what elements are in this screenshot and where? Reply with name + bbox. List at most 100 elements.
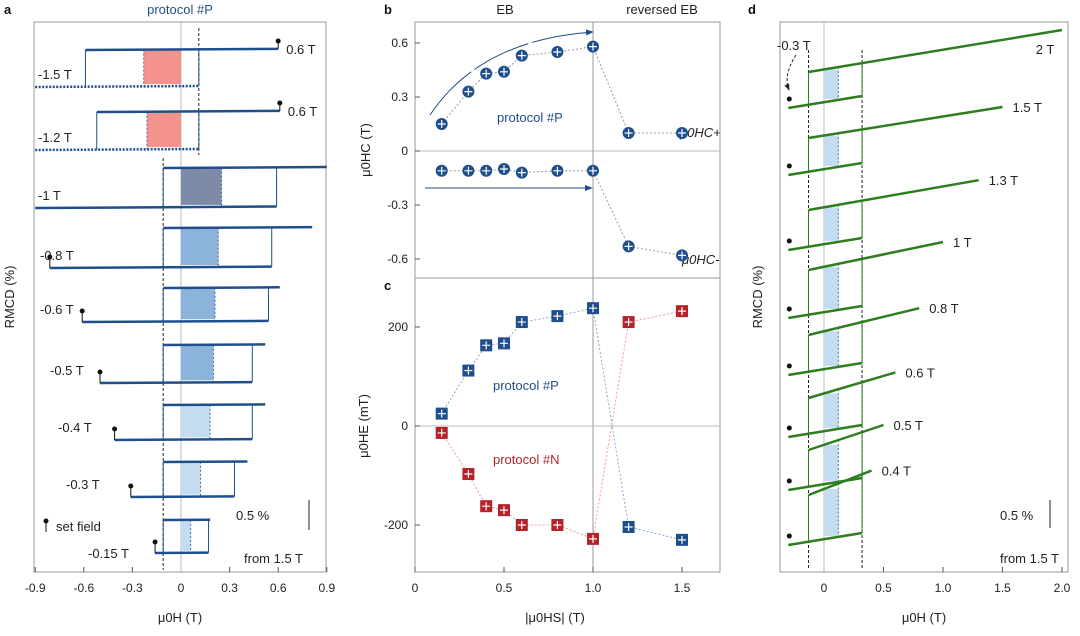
lower-branch [99,380,253,385]
protocol-p-point-mark [482,341,491,350]
y-tick-label: 0.3 [391,90,408,104]
hc-plus-point-mark [624,129,633,137]
trend-arrow-curve [429,29,594,116]
x-tick-label: 0 [178,581,185,595]
shaded-area [824,207,839,241]
end-label: 0.6 T [288,104,317,119]
upper-branch [163,225,313,230]
lower-branch [35,205,277,210]
set-field-dot [152,539,158,545]
set-field-dot [786,478,792,484]
shaded-area [181,404,211,438]
shaded-area [824,331,839,366]
upper-branch [808,423,884,452]
shaded-area [181,344,214,381]
region-label-eb: EB [496,2,513,17]
lower-branch [788,236,863,252]
loop-label: -1 T [38,188,61,203]
panel-letter-b: b [384,2,392,17]
set-field-dot [112,426,118,432]
upper-branch [85,47,279,52]
protocol-p-point-mark [624,522,633,531]
shaded-area [824,444,839,481]
set-field-dot [786,306,792,312]
protocol-p-point-mark [553,312,562,321]
panel-d-ylabel: RMCD (%) [750,266,765,329]
x-tick-label: 1.0 [935,581,952,595]
protocol-n-point-mark [517,521,526,529]
panel-a-scalebar-label: 0.5 % [236,508,270,523]
lower-branch [788,161,863,177]
loop-label: -0.15 T [88,546,129,561]
protocol-n-line [441,310,683,540]
panel-c-ylabel: μ0HE (mT) [356,394,371,458]
set-field-dot [277,100,283,106]
hc-plus-point-mark [517,51,526,60]
lower-branch [35,147,199,152]
protocol-p-point-mark [464,366,473,375]
protocol-p-point-mark [678,535,686,544]
panel-c: protocol #P protocol #N |μ0HS| (T) μ0HE … [356,277,721,625]
hc-plus-point-mark [553,48,562,56]
panel-b-frame [414,21,721,279]
panel-d-frame [779,21,1069,573]
upper-branch [808,28,1063,74]
panel-d-set-label: -0.3 T [777,38,811,53]
shaded-area [181,461,201,495]
panel-a-ylabel: RMCD (%) [2,266,17,329]
set-field-dot [786,96,792,102]
panel-d-xlabel: μ0H (T) [902,610,946,625]
upper-branch [163,460,248,464]
set-field-dot [786,533,792,539]
shaded-area [824,489,839,536]
x-tick-label: 2.0 [1054,581,1071,595]
x-tick-label: 1.5 [994,581,1011,595]
lower-branch [130,495,235,499]
loop-label: 2 T [1036,42,1055,57]
panel-b-annotation: protocol #P [497,110,563,125]
upper-branch [808,178,979,212]
upper-branch [808,306,920,337]
panel-a-title: protocol #P [147,2,213,17]
protocol-n-point-mark [464,470,473,479]
shaded-area [146,111,181,148]
upper-branch [808,371,896,400]
upper-branch [808,240,944,272]
legend-dot [43,518,49,524]
set-field-dot [275,38,281,44]
hc-minus-point-mark [553,166,562,175]
lower-branch [788,361,863,377]
set-field-dot [786,238,792,244]
shaded-area [824,135,839,166]
lower-branch [114,437,253,442]
hc-plus-point-mark [437,120,446,128]
set-field-arrow [784,54,797,91]
hc-minus-point-mark [678,251,686,260]
y-tick-label: 0 [401,419,408,433]
loop-label: -0.5 T [50,363,84,378]
lower-branch [35,84,199,89]
loop-label: 1.3 T [989,173,1018,188]
protocol-n-point-mark [437,428,446,437]
y-tick-label: -200 [384,518,408,532]
hc-minus-point-mark [482,166,491,175]
panel-d-note: from 1.5 T [1000,551,1059,566]
x-tick-label: 0.9 [318,581,335,595]
protocol-n-point-mark [500,506,508,515]
panel-a-frame [33,21,327,573]
y-tick-label: -0.6 [387,252,408,266]
protocol-n-point-mark [482,502,491,511]
x-tick-label: 0 [412,581,419,595]
lower-branch [788,304,863,320]
hc-minus-point-mark [624,242,633,251]
panel-letter-d: d [748,2,756,17]
set-field-dot [786,163,792,169]
protocol-n-point-mark [678,307,686,316]
end-label: 0.6 T [286,42,315,57]
lower-branch [788,94,863,110]
loop-label: -0.3 T [66,477,100,492]
series-label-hc-plus: μ0HC+ [679,125,721,140]
panel-a-legend: set field [56,519,101,534]
shaded-area [181,167,222,205]
